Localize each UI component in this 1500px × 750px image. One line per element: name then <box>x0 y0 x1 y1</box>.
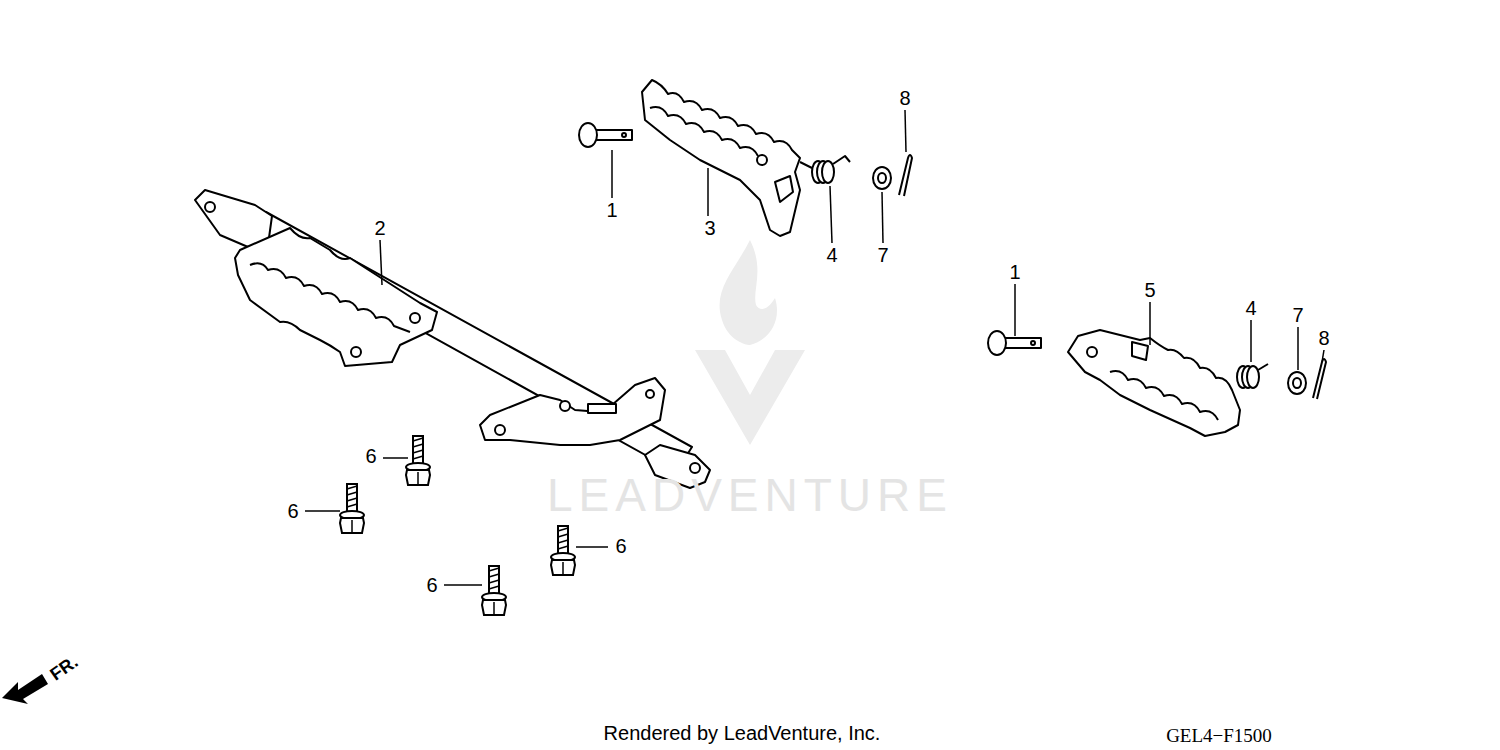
callout-number: 6 <box>426 575 437 595</box>
callout-number: 1 <box>1009 262 1020 282</box>
callout-number: 1 <box>606 200 617 220</box>
callout-number: 6 <box>365 446 376 466</box>
watermark-logo <box>695 240 805 445</box>
front-arrow <box>2 674 48 704</box>
callout-number: 8 <box>1318 328 1329 348</box>
callout-number: 4 <box>826 245 837 265</box>
render-credit: Rendered by LeadVenture, Inc. <box>604 723 881 743</box>
callout-number: 4 <box>1245 298 1256 318</box>
callout-number: 8 <box>899 88 910 108</box>
front-marker: FR. <box>47 652 81 683</box>
callout-number: 6 <box>287 501 298 521</box>
callout-number: 2 <box>374 218 385 238</box>
diagram-code: GEL4−F1500 <box>1166 726 1272 745</box>
callout-number: 7 <box>1292 305 1303 325</box>
callout-number: 6 <box>615 536 626 556</box>
watermark: LEADVENTURE <box>547 472 953 518</box>
callout-number: 7 <box>877 245 888 265</box>
callout-number: 3 <box>704 218 715 238</box>
leader-lines <box>305 110 1324 585</box>
callout-number: 5 <box>1144 280 1155 300</box>
